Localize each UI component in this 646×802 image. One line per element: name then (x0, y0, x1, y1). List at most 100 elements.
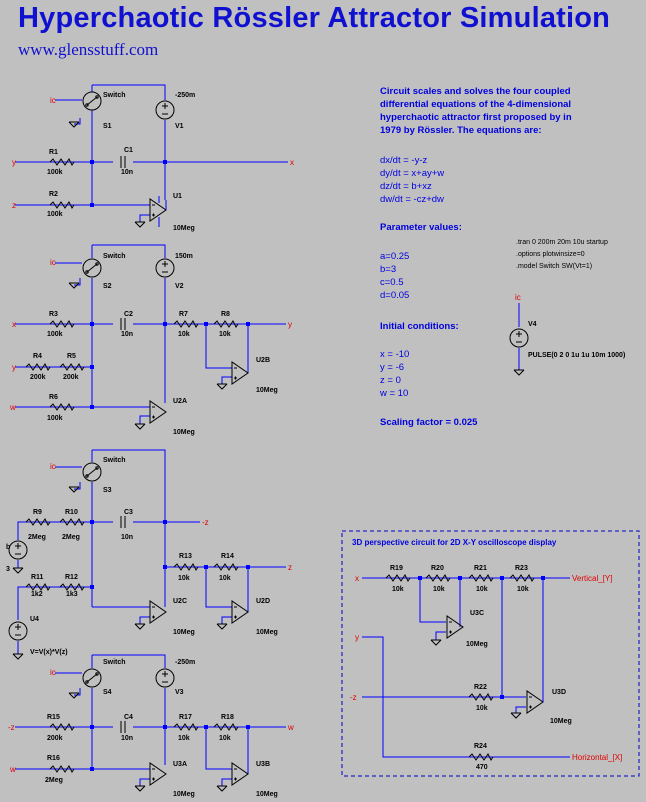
r20-value: 10k (433, 586, 445, 593)
u2b-ref: U2B (256, 357, 270, 364)
perspective-title: 3D perspective circuit for 2D X-Y oscill… (352, 538, 557, 547)
parameter: d=0.05 (380, 290, 409, 301)
equation: dw/dt = -cz+dw (380, 194, 444, 205)
integrator-block-y: ic Switch S2 150m V2 x R3 100k C2 10n R7… (9, 244, 292, 436)
scaling-factor: Scaling factor = 0.025 (380, 417, 478, 428)
equation: dy/dt = x+ay+w (380, 168, 444, 179)
source-value: 150m (175, 253, 193, 260)
c1-value: 10n (121, 169, 133, 176)
r22-value: 10k (476, 705, 488, 712)
r23-value: 10k (517, 586, 529, 593)
u3d-ref: U3D (552, 689, 566, 696)
u1-value: 10Meg (173, 225, 195, 232)
u2d-ref: U2D (256, 598, 270, 605)
x-net-label: x (12, 320, 16, 329)
r3-value: 100k (47, 331, 63, 338)
directive: .options plotwinsize=0 (516, 251, 585, 258)
r17-ref: R17 (179, 714, 192, 721)
integrator-block-x: ic Switch S1 -250m V1 y R1 100k C1 10n x… (12, 84, 294, 232)
r4-ref: R4 (33, 353, 42, 360)
r8-value: 10k (219, 331, 231, 338)
r11-ref: R11 (31, 574, 44, 581)
r14-ref: R14 (221, 553, 234, 560)
switch-model: Switch (103, 253, 126, 260)
integrator-block-z: ic Switch S3 b 3 R9 2Meg R10 2Meg C3 10n… (6, 449, 292, 660)
r2-value: 100k (47, 211, 63, 218)
neg-z-net-label: -z (8, 723, 15, 732)
u4-ref: U4 (30, 616, 39, 623)
r19-ref: R19 (390, 565, 403, 572)
u3b-ref: U3B (256, 761, 270, 768)
r24-ref: R24 (474, 743, 487, 750)
r15-value: 200k (47, 735, 63, 742)
r21-ref: R21 (474, 565, 487, 572)
source-value: -250m (175, 659, 195, 666)
description-line: Circuit scales and solves the four coupl… (380, 86, 571, 97)
equation: dx/dt = -y-z (380, 155, 427, 166)
b-net-label: b (6, 544, 10, 551)
switch-model: Switch (103, 92, 126, 99)
r13-value: 10k (178, 575, 190, 582)
r5-ref: R5 (67, 353, 76, 360)
u2a-ref: U2A (173, 398, 187, 405)
initial-title: Initial conditions: (380, 321, 459, 332)
r5-value: 200k (63, 374, 79, 381)
page-title: Hyperchaotic Rössler Attractor Simulatio… (18, 2, 611, 34)
r12-ref: R12 (65, 574, 78, 581)
equation: dz/dt = b+xz (380, 181, 432, 192)
switch-ref: S3 (103, 487, 112, 494)
u3c-value: 10Meg (466, 641, 488, 648)
r23-ref: R23 (515, 565, 528, 572)
c3-value: 10n (121, 534, 133, 541)
w-net-label: w (9, 765, 16, 774)
switch-model: Switch (103, 457, 126, 464)
ic-net-label: ic (515, 293, 521, 302)
r19-value: 10k (392, 586, 404, 593)
perspective-circuit: 3D perspective circuit for 2D X-Y oscill… (341, 530, 640, 777)
source-ref: V2 (175, 283, 184, 290)
ic-net-label: ic (50, 258, 56, 267)
website-link[interactable]: www.glensstuff.com (18, 40, 159, 59)
r17-value: 10k (178, 735, 190, 742)
initial-condition: x = -10 (380, 349, 409, 360)
r7-value: 10k (178, 331, 190, 338)
description-panel: Circuit scales and solves the four coupl… (379, 86, 572, 428)
r12-value: 1k3 (66, 591, 78, 598)
r3-ref: R3 (49, 311, 58, 318)
y-net-label: y (355, 633, 359, 642)
horizontal-output-label: Horizontal_[X] (572, 753, 622, 762)
r14-value: 10k (219, 575, 231, 582)
ic-net-label: ic (50, 96, 56, 105)
u2a-value: 10Meg (173, 429, 195, 436)
source-value: -250m (175, 92, 195, 99)
c2-ref: C2 (124, 311, 133, 318)
r18-value: 10k (219, 735, 231, 742)
b-value: 3 (6, 566, 10, 573)
r15-ref: R15 (47, 714, 60, 721)
description-line: hyperchaotic attractor first proposed by… (380, 112, 572, 123)
y-out-net-label: y (288, 320, 292, 329)
integrator-block-w: ic Switch S4 -250m V3 -z R15 200k C4 10n… (8, 654, 294, 798)
r18-ref: R18 (221, 714, 234, 721)
u3c-ref: U3C (470, 610, 484, 617)
ic-net-label: ic (50, 462, 56, 471)
vertical-output-label: Vertical_[Y] (572, 574, 612, 583)
r11-value: 1k2 (31, 591, 43, 598)
c2-value: 10n (121, 331, 133, 338)
c4-ref: C4 (124, 714, 133, 721)
r10-ref: R10 (65, 509, 78, 516)
u4-value: V=V(x)*V(z) (30, 649, 68, 656)
v4-value: PULSE(0 2 0 1u 1u 10m 1000) (528, 352, 625, 359)
switch-ref: S1 (103, 123, 112, 130)
u3b-value: 10Meg (256, 791, 278, 798)
u1-ref: U1 (173, 193, 182, 200)
initial-condition: w = 10 (379, 388, 408, 399)
r16-ref: R16 (47, 755, 60, 762)
parameter: b=3 (380, 264, 396, 275)
r1-ref: R1 (49, 149, 58, 156)
r6-value: 100k (47, 415, 63, 422)
r9-ref: R9 (33, 509, 42, 516)
r16-value: 2Meg (45, 777, 63, 784)
neg-z-net-label: -z (350, 693, 357, 702)
